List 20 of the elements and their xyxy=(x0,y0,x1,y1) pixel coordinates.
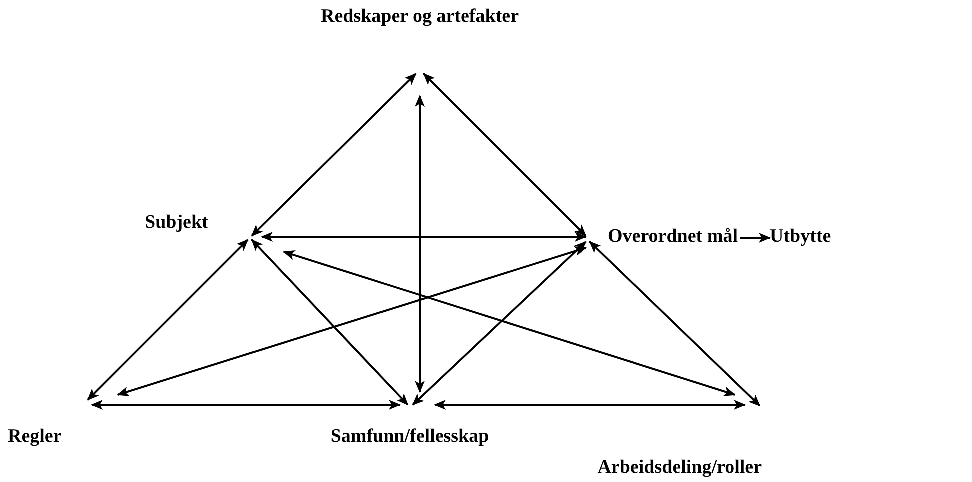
node-label: Overordnet mål xyxy=(608,226,738,248)
arrow xyxy=(434,400,746,410)
arrow xyxy=(740,233,771,243)
arrow xyxy=(412,241,587,406)
arrow xyxy=(91,400,401,410)
arrow xyxy=(87,239,249,401)
arrow xyxy=(251,239,409,406)
arrow xyxy=(117,246,587,396)
node-label: Arbeidsdeling/roller xyxy=(598,457,762,479)
node-label: Subjekt xyxy=(145,212,208,234)
arrow xyxy=(261,232,587,242)
arrow xyxy=(283,250,736,396)
node-label: Utbytte xyxy=(770,226,832,248)
arrow xyxy=(251,73,417,237)
arrow xyxy=(589,241,761,407)
arrow xyxy=(415,95,425,393)
node-label: Redskaper og artefakter xyxy=(320,6,520,28)
node-label: Samfunn/fellesskap xyxy=(330,426,490,448)
node-label: Regler xyxy=(8,426,62,448)
arrow xyxy=(423,73,587,237)
